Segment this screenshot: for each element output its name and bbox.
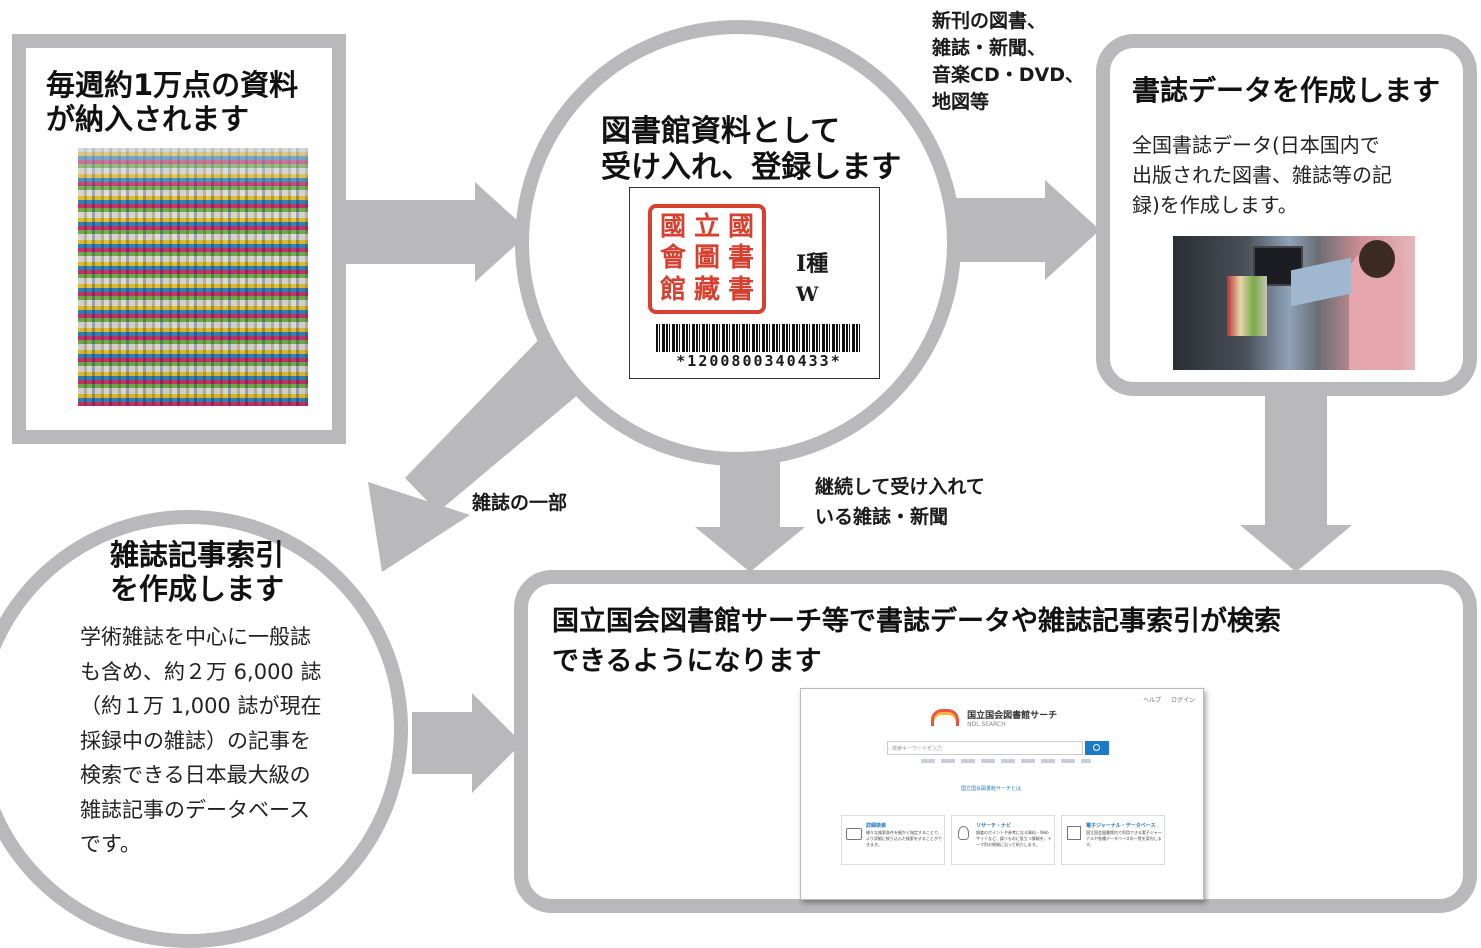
incoming-materials-title: 毎週約1万点の資料 が納入されます xyxy=(46,68,298,136)
catalog-data-box: 書誌データを作成します 全国書誌データ(日本国内で 出版された図書、雑誌等の記 … xyxy=(1096,34,1477,396)
ndl-about-link[interactable]: 国立国会図書館サーチとは xyxy=(961,786,1022,792)
search-title-line1: 国立国会図書館サーチ等で書誌データや雑誌記事索引が検索 xyxy=(552,606,1281,637)
incoming-materials-box: 毎週約1万点の資料 が納入されます xyxy=(12,34,346,444)
catalog-title: 書誌データを作成します xyxy=(1132,74,1441,107)
ndl-search-options xyxy=(921,759,1091,763)
search-icon xyxy=(1093,744,1100,751)
continuing-line2: いる雑誌・新聞 xyxy=(815,506,949,528)
register-title-line1: 図書館資料として xyxy=(601,114,841,149)
article-desc-line5: 検索できる日本最大級の xyxy=(80,763,311,787)
continuing-line1: 継続して受け入れて xyxy=(815,476,985,498)
incoming-title-line1: 毎週約1万点の資料 xyxy=(46,68,299,102)
person-head-shape xyxy=(1359,240,1395,278)
seal-char: 立 xyxy=(693,212,720,242)
lightbulb-icon xyxy=(958,826,969,840)
ndl-search-screenshot: ヘルプ ログイン 国立国会図書館サーチ NDL SEARCH 検索キーワードを入… xyxy=(800,688,1204,900)
arrow-register-to-search xyxy=(695,455,805,572)
card-title: 電子ジャーナル・データベース xyxy=(1086,823,1156,829)
search-availability-box: 国立国会図書館サーチ等で書誌データや雑誌記事索引が検索 できるようになります ヘ… xyxy=(514,570,1477,913)
article-desc-line1: 学術雑誌を中心に一般誌 xyxy=(80,625,311,649)
catalog-desc-line2: 出版された図書、雑誌等の記 xyxy=(1132,163,1392,187)
card-text: 調査のポイントや参考になる資料・Webサイトなど、調べものに役立つ情報を、テーマ… xyxy=(976,830,1052,847)
seal-char: 國 xyxy=(727,212,754,242)
article-index-title-line2: を作成します xyxy=(110,572,285,606)
seal-char: 藏 xyxy=(693,274,720,305)
barcode-number: *1200800340433* xyxy=(676,352,842,370)
seal-char: 會 xyxy=(659,243,686,274)
article-desc-line2: も含め、約２万 6,000 誌 xyxy=(80,659,322,684)
ndl-card-research-navi[interactable]: リサーチ・ナビ 調査のポイントや参考になる資料・Webサイトなど、調べものに役立… xyxy=(951,815,1055,865)
cataloging-staff-photo xyxy=(1173,236,1415,370)
catalog-description: 全国書誌データ(日本国内で 出版された図書、雑誌等の記 録)を作成します。 xyxy=(1132,130,1392,220)
ndl-card-ejournal[interactable]: 電子ジャーナル・データベース 国立国会図書館内で利用できる電子ジャーナルや各種デ… xyxy=(1061,815,1165,865)
book-stack-shape xyxy=(1227,276,1267,336)
search-availability-title: 国立国会図書館サーチ等で書誌データや雑誌記事索引が検索 できるようになります xyxy=(552,602,1281,682)
article-desc-line7: です。 xyxy=(80,832,141,856)
book-icon xyxy=(846,828,862,840)
card-title: 詳細検索 xyxy=(866,823,887,829)
seal-char: 國 xyxy=(659,212,686,242)
arrow-index-to-search xyxy=(412,693,522,793)
seal-char: 館 xyxy=(659,274,686,305)
new-materials-label: 新刊の図書、 雑誌・新聞、 音楽CD・DVD、 地図等 xyxy=(932,8,1084,116)
barcode-graphic xyxy=(656,324,862,352)
new-materials-line4: 地図等 xyxy=(932,91,990,113)
arrow-register-to-index xyxy=(368,330,598,572)
article-index-description: 学術雑誌を中心に一般誌 も含め、約２万 6,000 誌 （約１万 1,000 誌… xyxy=(80,620,321,862)
continuing-materials-label: 継続して受け入れて いる雑誌・新聞 xyxy=(815,472,985,532)
arrow-catalog-to-search xyxy=(1240,395,1352,572)
ndl-card-advanced-search[interactable]: 詳細検索 様々な検索条件を細かく指定することで、より詳細に絞り込んだ検索をするこ… xyxy=(841,815,945,865)
catalog-desc-line1: 全国書誌データ(日本国内で xyxy=(1132,133,1380,157)
arrow-receive-to-register xyxy=(345,182,530,282)
new-materials-line2: 雑誌・新聞、 xyxy=(932,37,1047,59)
ndl-logo-title: 国立国会図書館サーチ xyxy=(967,710,1058,721)
material-code-label: W xyxy=(796,282,819,306)
ndl-top-links: ヘルプ ログイン xyxy=(1143,695,1195,704)
database-icon xyxy=(1067,826,1081,840)
seal-char: 書 xyxy=(727,243,754,274)
magazine-part-label: 雑誌の一部 xyxy=(472,492,568,514)
article-index-circle: 雑誌記事索引 を作成します 学術雑誌を中心に一般誌 も含め、約２万 6,000 … xyxy=(0,510,408,948)
catalog-desc-line3: 録)を作成します。 xyxy=(1132,193,1298,217)
registration-label-card: 國 立 國 會 圖 書 館 藏 書 Ⅰ種 W *1200800340433* xyxy=(629,187,880,379)
article-index-title: 雑誌記事索引 を作成します xyxy=(110,538,284,606)
ndl-logo: 国立国会図書館サーチ NDL SEARCH xyxy=(931,707,1057,728)
search-title-line2: できるようになります xyxy=(552,646,822,677)
register-title-line2: 受け入れ、登録します xyxy=(601,150,902,185)
login-link[interactable]: ログイン xyxy=(1170,697,1195,704)
material-type-label: Ⅰ種 xyxy=(796,251,829,277)
card-text: 様々な検索条件を細かく指定することで、より詳細に絞り込んだ検索をすることができま… xyxy=(866,830,942,847)
card-text: 国立国会図書館内で利用できる電子ジャーナルや各種データベースの一覧を案内します。 xyxy=(1086,830,1162,847)
help-link[interactable]: ヘルプ xyxy=(1143,697,1162,704)
article-index-title-line1: 雑誌記事索引 xyxy=(110,538,285,572)
seal-char: 書 xyxy=(727,274,754,305)
register-materials-circle: 図書館資料として 受け入れ、登録します 國 立 國 會 圖 書 館 藏 書 Ⅰ種… xyxy=(515,20,961,466)
new-materials-line3: 音楽CD・DVD、 xyxy=(932,64,1084,86)
ndl-search-button[interactable] xyxy=(1085,741,1109,755)
new-materials-line1: 新刊の図書、 xyxy=(932,10,1047,32)
books-stack-photo xyxy=(78,148,308,406)
article-desc-line6: 雑誌記事のデータベース xyxy=(80,797,310,822)
seal-char: 圖 xyxy=(693,243,720,274)
article-desc-line3: （約１万 1,000 誌が現在 xyxy=(80,694,322,718)
incoming-title-line2: が納入されます xyxy=(46,102,250,136)
card-title: リサーチ・ナビ xyxy=(976,823,1012,829)
flow-arrows xyxy=(345,180,1352,793)
ndl-search-input[interactable]: 検索キーワードを入力 xyxy=(887,741,1083,755)
rainbow-logo-icon xyxy=(931,709,959,726)
register-title: 図書館資料として 受け入れ、登録します xyxy=(601,114,901,186)
article-desc-line4: 採録中の雑誌）の記事を xyxy=(80,728,311,753)
library-seal-stamp: 國 立 國 會 圖 書 館 藏 書 xyxy=(648,204,766,314)
ndl-logo-subtitle: NDL SEARCH xyxy=(967,720,1006,728)
